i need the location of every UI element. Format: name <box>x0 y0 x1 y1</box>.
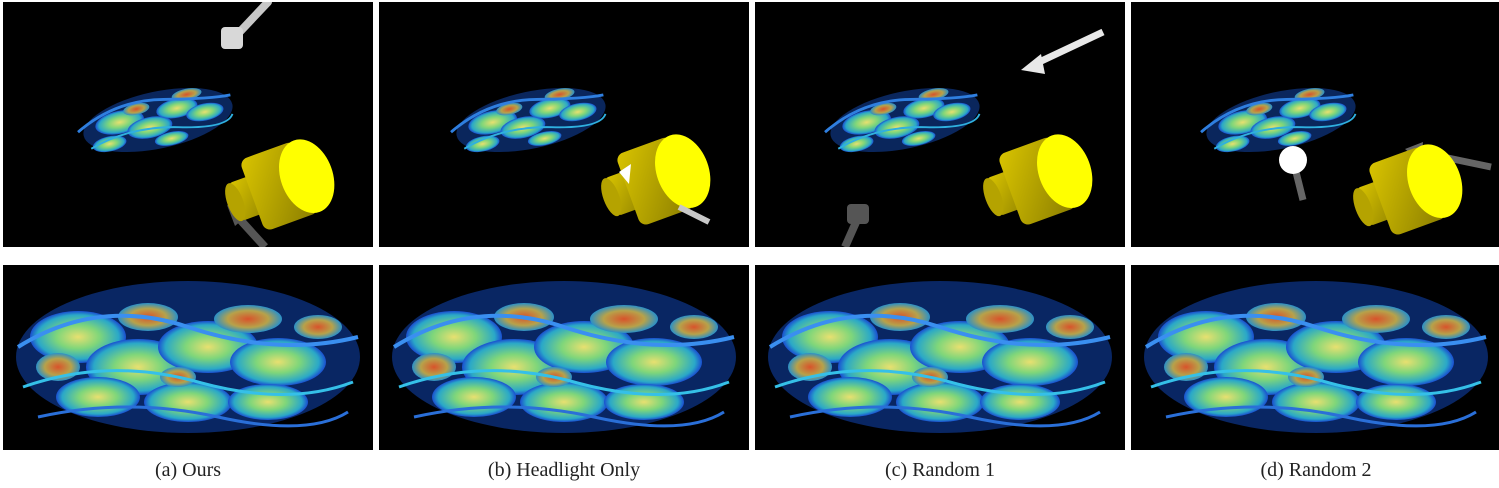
volume-rendering-large <box>390 279 738 435</box>
caption-d: (d) Random 2 <box>1260 459 1372 481</box>
panel-a: (a) Ours <box>3 0 373 488</box>
panel-b-camera-view <box>379 2 749 247</box>
volume-rendering-small <box>71 74 240 167</box>
light-arrow-bottom <box>841 204 869 247</box>
panel-d-render <box>1131 265 1499 450</box>
caption-a: (a) Ours <box>154 459 222 481</box>
light-arrow-headlight <box>619 164 711 225</box>
volume-rendering-small <box>444 74 613 167</box>
panel-a-camera-view <box>3 2 373 247</box>
caption-c: (c) Random 1 <box>885 459 995 481</box>
panel-b-render <box>379 265 749 450</box>
panel-c-camera-view <box>755 2 1125 247</box>
panel-c-render <box>755 265 1125 450</box>
panel-c: (c) Random 1 <box>755 0 1125 488</box>
volume-rendering-large <box>14 279 362 435</box>
volume-rendering-large <box>1142 279 1490 435</box>
light-sphere <box>1279 146 1307 201</box>
volume-rendering-small <box>818 74 987 167</box>
light-arrow-top <box>221 2 272 49</box>
volume-rendering-small <box>1194 74 1363 167</box>
camera-icon <box>214 131 345 241</box>
panel-d: (d) Random 2 <box>1131 0 1499 488</box>
panel-b: (b) Headlight Only <box>379 0 749 488</box>
volume-rendering-large <box>766 279 1114 435</box>
light-arrow-top <box>1021 28 1105 74</box>
caption-b: (b) Headlight Only <box>487 459 641 481</box>
camera-icon <box>972 126 1103 236</box>
panel-d-camera-view <box>1131 2 1499 247</box>
camera-icon <box>1342 136 1473 246</box>
panel-a-render <box>3 265 373 450</box>
